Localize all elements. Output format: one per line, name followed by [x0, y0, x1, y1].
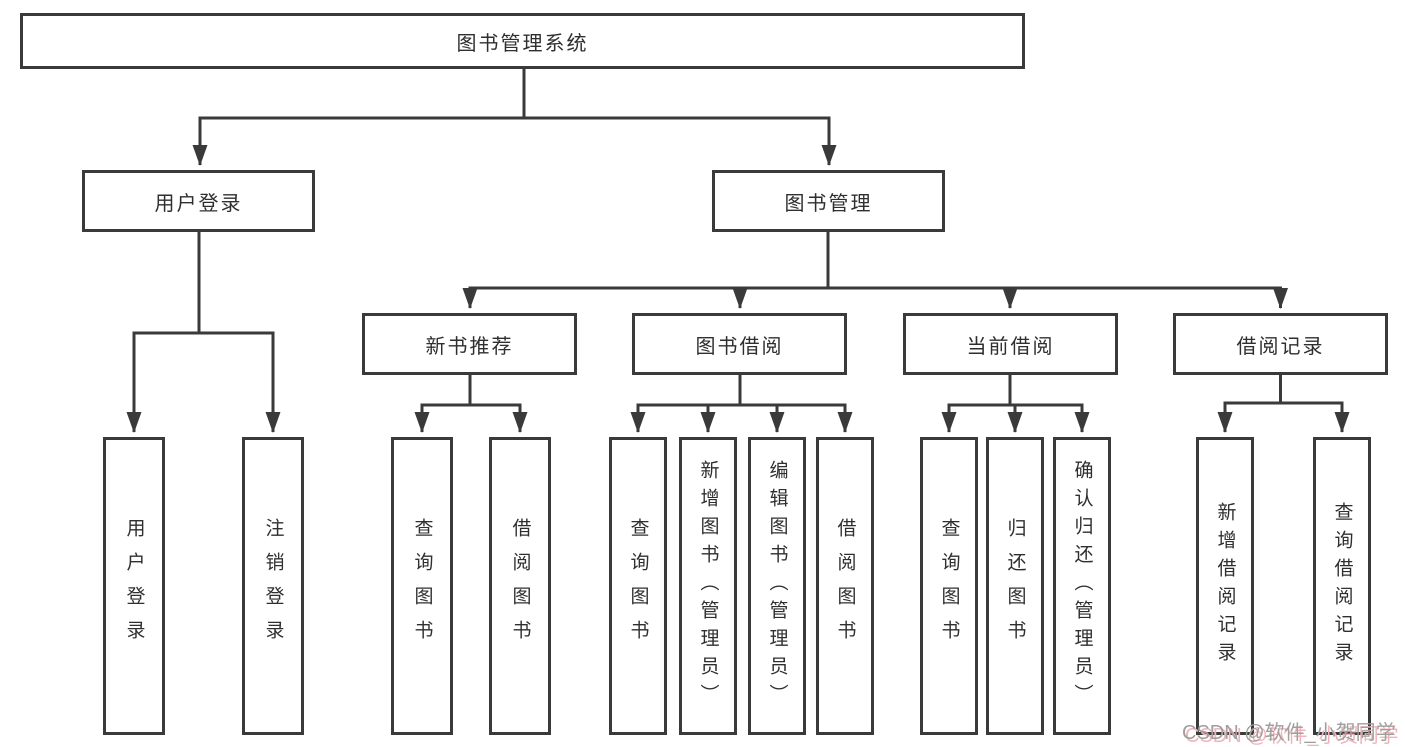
leaf-borrow-books-borrowing: 借阅图书 [816, 437, 874, 735]
leaf-add-books-admin: 新增图书（管理员） [679, 437, 737, 735]
node-label: 注销登录 [262, 518, 284, 654]
leaf-user-login: 用户登录 [103, 437, 165, 735]
node-label: 图书管理系统 [456, 32, 589, 55]
node-label: 编辑图书（管理员） [766, 460, 788, 712]
leaf-borrow-books-recommend: 借阅图书 [489, 437, 551, 735]
node-label: 新增图书（管理员） [697, 460, 719, 712]
node-label: 新书推荐 [425, 335, 514, 358]
node-library-management-system: 图书管理系统 [20, 13, 1025, 69]
leaf-return-books: 归还图书 [986, 437, 1044, 735]
leaf-confirm-return-admin: 确认归还（管理员） [1053, 437, 1111, 735]
leaf-query-books-borrowing: 查询图书 [609, 437, 667, 735]
node-current-borrowing: 当前借阅 [903, 313, 1118, 375]
node-book-borrowing: 图书借阅 [632, 313, 847, 375]
node-label: 图书借阅 [695, 335, 784, 358]
node-label: 借阅图书 [509, 518, 531, 654]
leaf-edit-books-admin: 编辑图书（管理员） [748, 437, 806, 735]
leaf-add-borrow-record: 新增借阅记录 [1196, 437, 1254, 735]
node-label: 借阅图书 [834, 518, 856, 654]
node-label: 查询图书 [411, 518, 433, 654]
node-book-management: 图书管理 [712, 170, 945, 232]
node-label: 归还图书 [1004, 518, 1026, 654]
node-label: 图书管理 [784, 192, 873, 215]
node-label: 新增借阅记录 [1214, 502, 1236, 670]
node-label: 查询借阅记录 [1331, 502, 1353, 670]
leaf-query-borrow-record: 查询借阅记录 [1313, 437, 1371, 735]
node-label: 用户登录 [154, 192, 243, 215]
node-label: 查询图书 [627, 518, 649, 654]
node-label: 用户登录 [123, 518, 145, 654]
csdn-watermark: CSDN @软件_小贺同学 [1182, 722, 1396, 744]
node-label: 查询图书 [938, 518, 960, 654]
node-label: 借阅记录 [1236, 335, 1325, 358]
node-new-book-recommend: 新书推荐 [362, 313, 577, 375]
node-user-login: 用户登录 [82, 170, 315, 232]
node-label: 当前借阅 [966, 335, 1055, 358]
leaf-logout: 注销登录 [242, 437, 304, 735]
node-label: 确认归还（管理员） [1071, 460, 1093, 712]
node-borrow-records: 借阅记录 [1173, 313, 1388, 375]
leaf-query-books-current: 查询图书 [920, 437, 978, 735]
leaf-query-books-recommend: 查询图书 [391, 437, 453, 735]
